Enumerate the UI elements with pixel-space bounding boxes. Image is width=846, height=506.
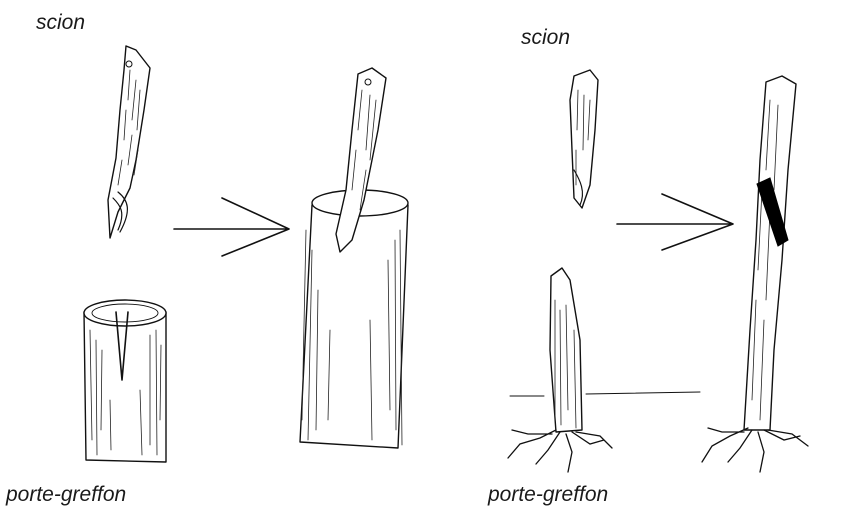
arrow-2 [617, 194, 733, 250]
whip-rootstock-illustration [508, 268, 700, 472]
whip-scion-illustration [570, 70, 598, 208]
cleft-rootstock-illustration [84, 300, 166, 462]
cleft-graft-result-illustration [300, 68, 408, 448]
whip-graft-result-illustration [702, 76, 808, 472]
cleft-scion-illustration [108, 46, 150, 238]
arrow-1 [174, 198, 289, 256]
